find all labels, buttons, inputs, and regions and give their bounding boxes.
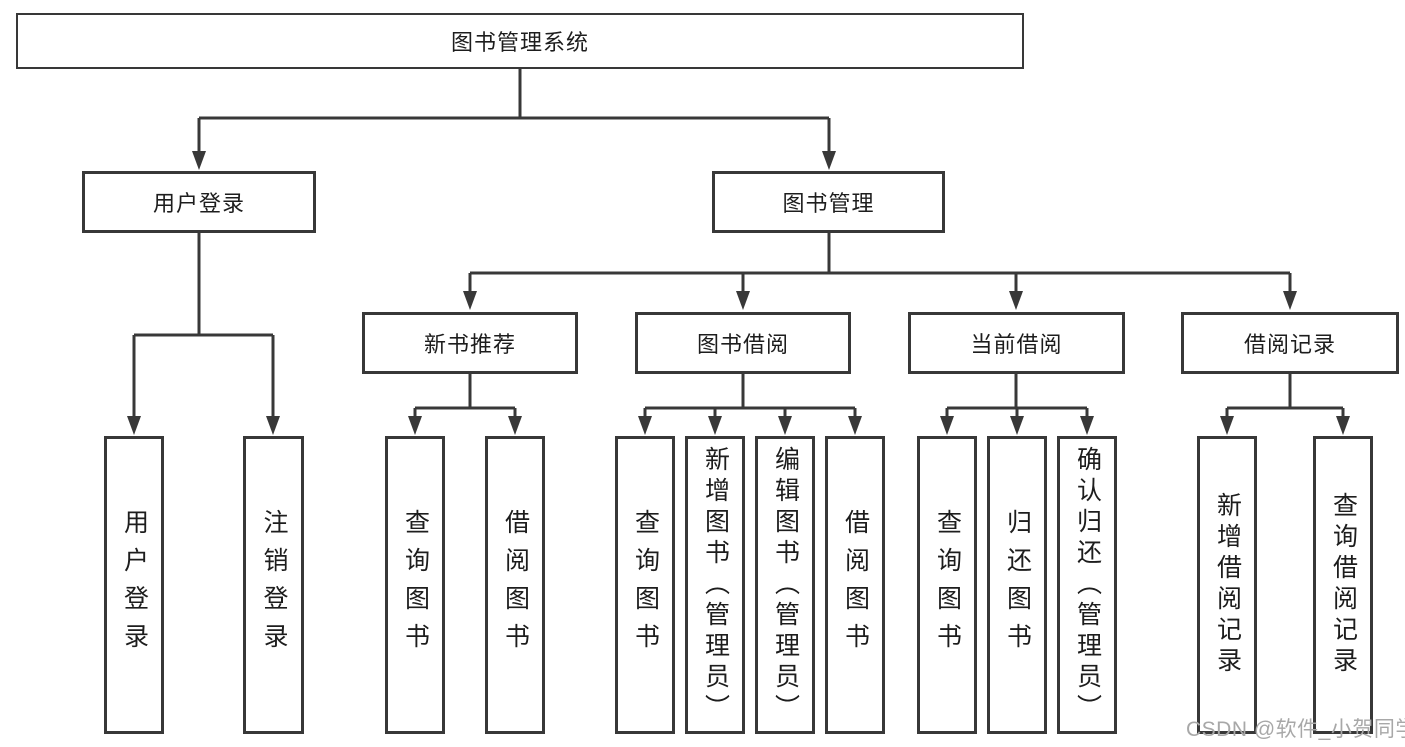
arrowhead-leaf-user-login <box>127 416 141 435</box>
arrowhead-book-borrow <box>736 291 750 310</box>
leaf-cb-query-books: 查询图书 <box>917 436 977 734</box>
arrowhead-cb-query <box>940 416 954 435</box>
arrowhead-br-query <box>1336 416 1350 435</box>
leaf-user-login: 用户登录 <box>104 436 164 734</box>
leaf-user-login-label: 用户登录 <box>120 509 149 661</box>
leaf-cb-return-books: 归还图书 <box>987 436 1047 734</box>
leaf-bb-borrow-books-label: 借阅图书 <box>841 509 870 661</box>
arrowhead-nbr-query <box>408 416 422 435</box>
node-new-book-rec-label: 新书推荐 <box>423 332 516 357</box>
arrowhead-bb-borrow <box>848 416 862 435</box>
leaf-br-add-record-label: 新增借阅记录 <box>1213 492 1242 678</box>
leaf-bb-edit-books-admin: 编辑图书（管理员） <box>755 436 815 734</box>
leaf-bb-add-books-admin-label: 新增图书（管理员） <box>701 445 730 725</box>
arrowhead-cb-return <box>1010 416 1024 435</box>
arrowhead-br-add <box>1220 416 1234 435</box>
leaf-bb-query-books: 查询图书 <box>615 436 675 734</box>
connector-root-to-level2 <box>197 69 831 154</box>
leaf-bb-edit-books-admin-label: 编辑图书（管理员） <box>771 445 800 725</box>
arrowhead-nbr-borrow <box>508 416 522 435</box>
arrowhead-bb-query <box>638 416 652 435</box>
leaf-bb-borrow-books: 借阅图书 <box>825 436 885 734</box>
leaf-bb-query-books-label: 查询图书 <box>631 509 660 661</box>
leaf-cb-return-books-label: 归还图书 <box>1003 509 1032 661</box>
arrowhead-bb-edit <box>778 416 792 435</box>
node-book-borrow-label: 图书借阅 <box>696 332 789 357</box>
leaf-bb-add-books-admin: 新增图书（管理员） <box>685 436 745 734</box>
arrowhead-bb-add <box>708 416 722 435</box>
connector-user-login-children <box>132 233 275 419</box>
leaf-cb-query-books-label: 查询图书 <box>933 509 962 661</box>
node-user-login: 用户登录 <box>82 171 316 233</box>
node-borrow-record: 借阅记录 <box>1181 312 1399 374</box>
node-root-label: 图书管理系统 <box>450 30 589 55</box>
connector-book-mgmt-children <box>468 233 1292 294</box>
node-current-borrow: 当前借阅 <box>908 312 1125 374</box>
leaf-br-add-record: 新增借阅记录 <box>1197 436 1257 734</box>
arrowhead-borrow-record <box>1283 291 1297 310</box>
connector-new-book-rec-children <box>413 374 517 419</box>
node-user-login-label: 用户登录 <box>152 191 245 216</box>
arrowhead-current-borrow <box>1009 291 1023 310</box>
node-book-borrow: 图书借阅 <box>635 312 851 374</box>
leaf-nbr-borrow-books: 借阅图书 <box>485 436 545 734</box>
node-borrow-record-label: 借阅记录 <box>1243 332 1336 357</box>
node-new-book-rec: 新书推荐 <box>362 312 578 374</box>
arrowhead-cb-confirm <box>1080 416 1094 435</box>
leaf-nbr-borrow-books-label: 借阅图书 <box>501 509 530 661</box>
arrowhead-new-book-rec <box>463 291 477 310</box>
leaf-br-query-record-label: 查询借阅记录 <box>1329 492 1358 678</box>
node-book-mgmt-label: 图书管理 <box>782 191 875 216</box>
connector-book-borrow-children <box>643 374 857 419</box>
arrowhead-leaf-logout <box>266 416 280 435</box>
arrowhead-book-mgmt <box>822 151 836 170</box>
leaf-br-query-record: 查询借阅记录 <box>1313 436 1373 734</box>
connector-borrow-record-children <box>1225 374 1345 419</box>
node-current-borrow-label: 当前借阅 <box>970 332 1063 357</box>
leaf-cb-confirm-return-admin: 确认归还（管理员） <box>1057 436 1117 734</box>
arrowhead-user-login <box>192 151 206 170</box>
connector-current-borrow-children <box>945 374 1089 419</box>
leaf-nbr-query-books: 查询图书 <box>385 436 445 734</box>
leaf-logout-label: 注销登录 <box>260 509 288 661</box>
node-root: 图书管理系统 <box>16 13 1024 69</box>
watermark: CSDN @软件_小贺同学 <box>1186 718 1405 741</box>
leaf-cb-confirm-return-admin-label: 确认归还（管理员） <box>1073 445 1102 725</box>
node-book-mgmt: 图书管理 <box>712 171 945 233</box>
leaf-nbr-query-books-label: 查询图书 <box>401 509 430 661</box>
leaf-logout: 注销登录 <box>243 436 304 734</box>
